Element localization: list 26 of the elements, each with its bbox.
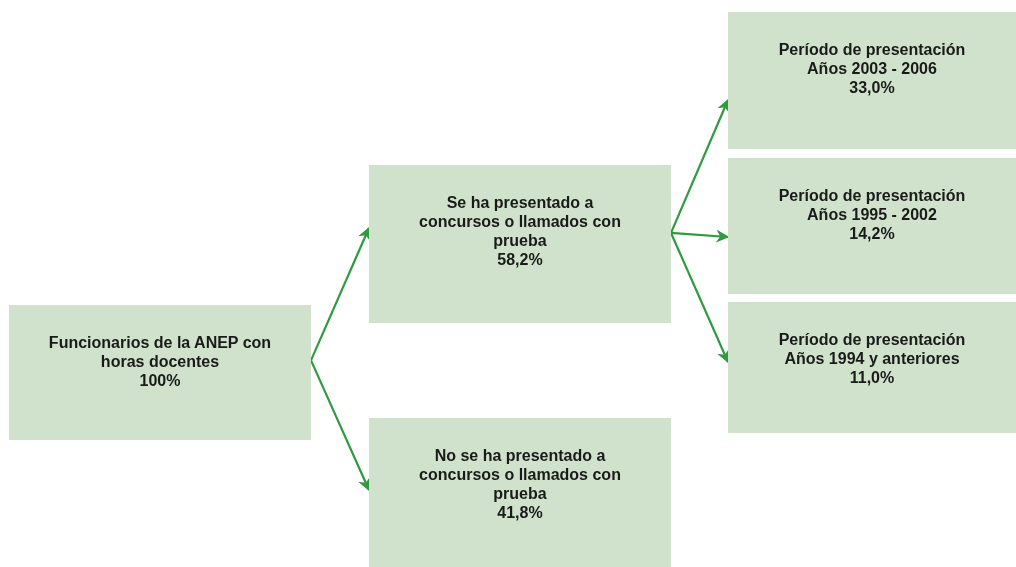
box-text: Período de presentación: [778, 330, 966, 349]
arrow: [310, 226, 371, 361]
box-text: Años 1994 y anteriores: [784, 349, 960, 368]
process-box: [728, 12, 1016, 149]
box-text: 58,2%: [497, 250, 543, 269]
box-text: Funcionarios de la ANEP con horas docentes: [47, 333, 273, 371]
arrow: [670, 98, 730, 234]
process-box: [728, 302, 1016, 433]
box-text: Período de presentación: [778, 186, 966, 205]
process-box: [728, 158, 1016, 294]
arrow: [670, 232, 730, 364]
box-text: Período de presentación: [778, 40, 966, 59]
box-text: 33,0%: [849, 78, 895, 97]
box-text: Años 1995 - 2002: [807, 205, 937, 224]
box-text: 41,8%: [497, 503, 543, 522]
process-box: [9, 305, 311, 440]
box-text: 14,2%: [849, 224, 895, 243]
arrow: [670, 229, 730, 243]
box-text: Se ha presentado a concursos o llamados con prueba: [418, 193, 622, 250]
box-text: 100%: [139, 371, 181, 390]
process-box: [369, 418, 671, 567]
box-text: Años 2003 - 2006: [807, 59, 937, 78]
box-text: No se ha presentado a concursos o llamados con prueba: [418, 446, 622, 503]
arrow: [310, 359, 371, 492]
process-box: [369, 165, 671, 323]
box-text: 11,0%: [849, 368, 895, 387]
